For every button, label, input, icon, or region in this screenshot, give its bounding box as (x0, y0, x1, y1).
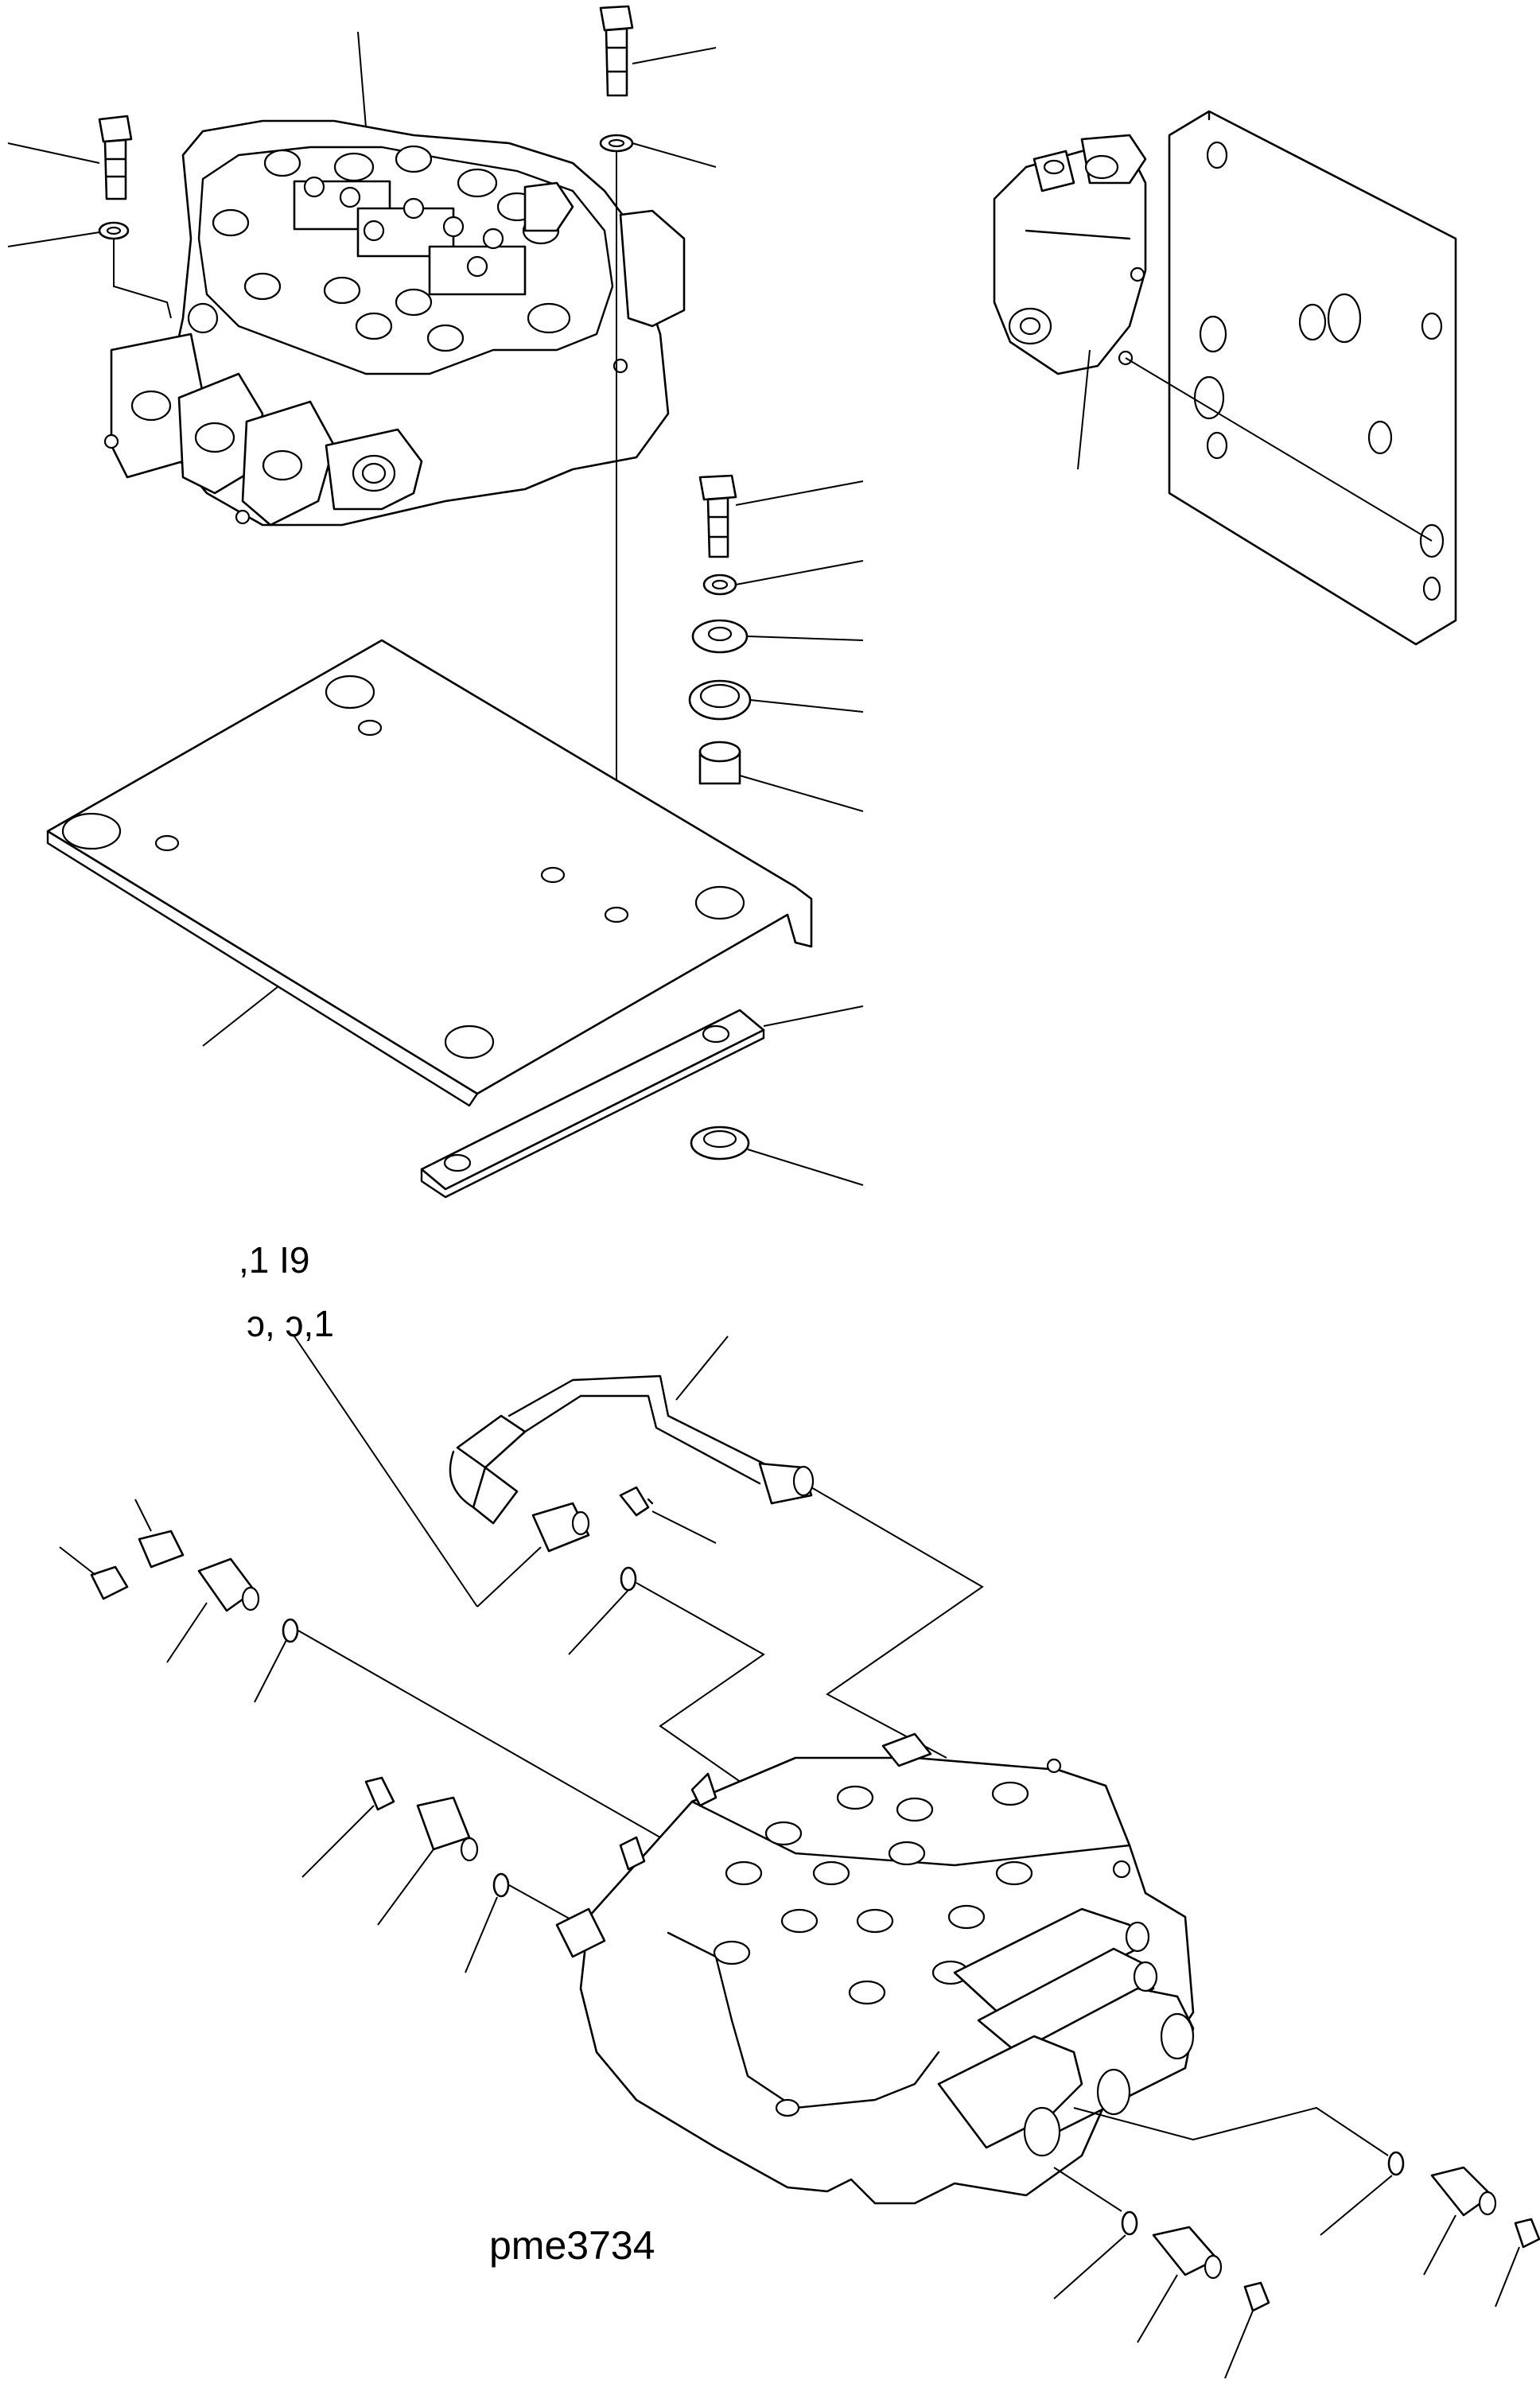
spacer-bar (420, 1005, 864, 1199)
mounting-bracket (46, 639, 813, 1107)
partial-label-lower: ɔ, ɔ,1 (247, 1303, 334, 1344)
hydraulic-hose (449, 1335, 984, 1759)
upper-control-valve (103, 119, 686, 527)
upper-left-bolt (7, 115, 172, 319)
lower-control-valve (555, 1732, 1195, 2205)
side-plate (1168, 110, 1457, 646)
figure-code: pme3734 (489, 2223, 655, 2268)
small-valve (993, 134, 1433, 542)
fittings-lower-right-group (1053, 2106, 1540, 2379)
fittings-middle-group (301, 1776, 581, 1973)
fittings-left-group (59, 1499, 661, 1838)
partial-label-upper: ,1 I9 (239, 1239, 310, 1281)
fittings-upper-group (294, 1335, 765, 1790)
mounting-parts-stack (688, 474, 864, 812)
